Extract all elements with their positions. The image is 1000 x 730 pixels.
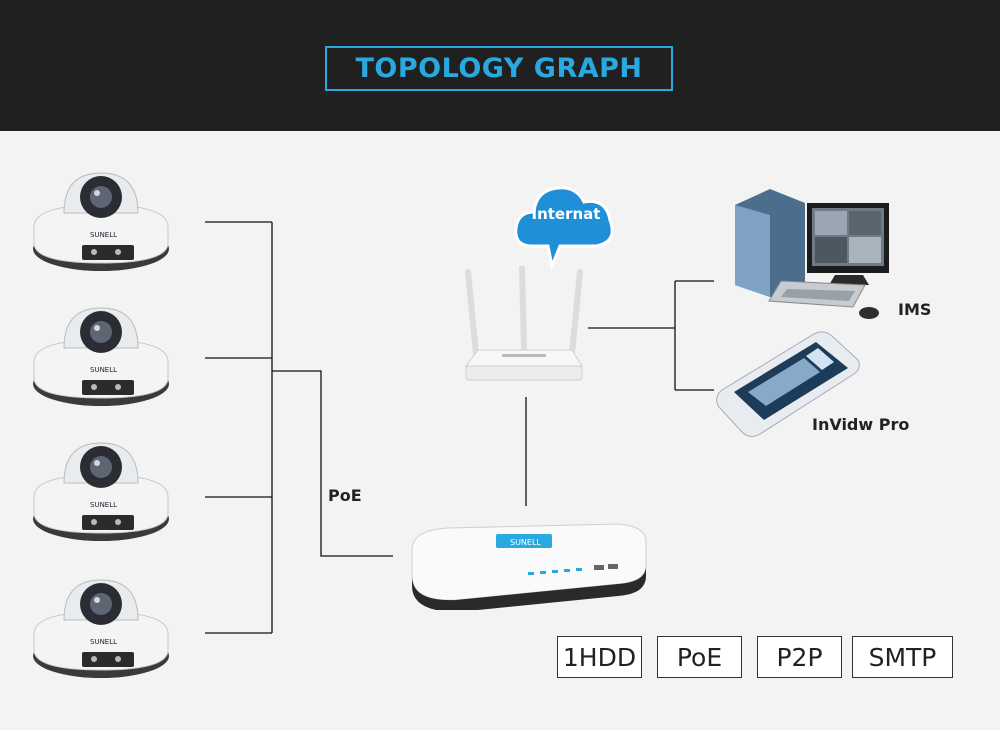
smartphone-icon — [714, 330, 864, 440]
feature-smtp: SMTP — [852, 636, 953, 678]
poe-label: PoE — [328, 486, 362, 505]
page-title: TOPOLOGY GRAPH — [355, 53, 643, 84]
poe-link — [272, 370, 393, 557]
feature-1hdd: 1HDD — [557, 636, 642, 678]
feature-poe: PoE — [657, 636, 742, 678]
dome-camera-2: SUNELL — [30, 300, 172, 410]
camera-brand: SUNELL — [90, 231, 117, 239]
router-icon — [462, 266, 587, 386]
nvr-device-icon: SUNELL — [408, 520, 653, 610]
camera-brand: SUNELL — [90, 501, 117, 509]
camera-brand: SUNELL — [90, 638, 117, 646]
ims-label: IMS — [898, 300, 932, 319]
cloud-icon — [510, 178, 620, 273]
header-banner: TOPOLOGY GRAPH — [0, 0, 1000, 131]
cloud-label: Internat — [531, 205, 601, 223]
dome-camera-3: SUNELL — [30, 435, 172, 545]
camera-brand: SUNELL — [90, 366, 117, 374]
dome-camera-1: SUNELL — [30, 165, 172, 275]
computer-icon — [725, 185, 895, 325]
title-box: TOPOLOGY GRAPH — [325, 46, 673, 91]
feature-p2p: P2P — [757, 636, 842, 678]
nvr-brand: SUNELL — [510, 538, 541, 547]
invidw-label: InVidw Pro — [812, 415, 910, 434]
dome-camera-4: SUNELL — [30, 572, 172, 682]
